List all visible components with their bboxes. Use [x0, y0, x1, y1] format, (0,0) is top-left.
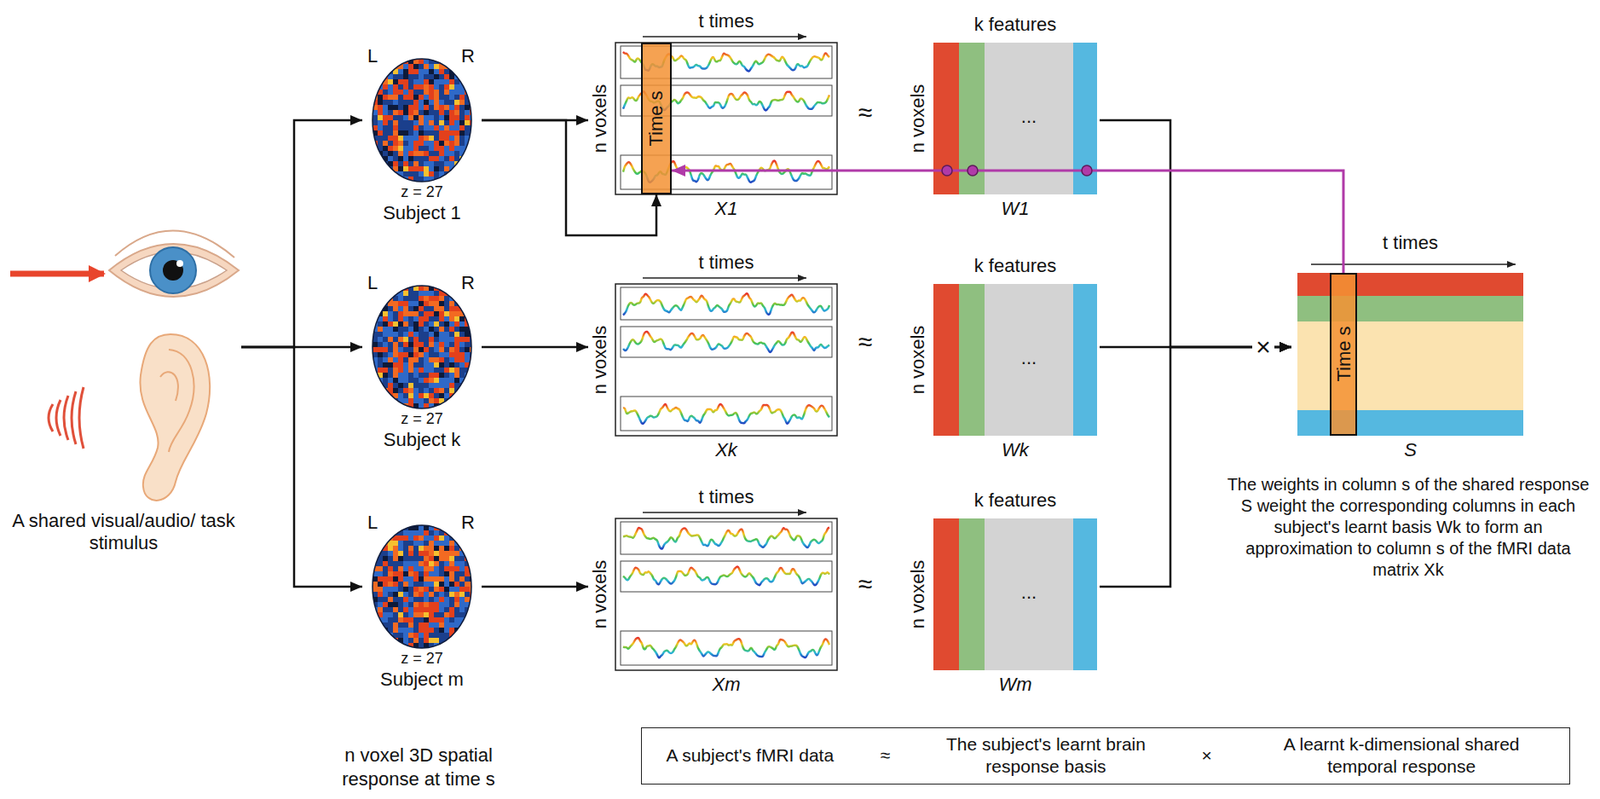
node-text: A shared visual/audio/ task stimulus: [11, 509, 236, 555]
node-text: n voxels: [589, 283, 612, 436]
basis-matrix: k featuresn voxels... Wk: [907, 251, 1100, 472]
equation-box: A subject's fMRI data ≈ The subject's lear…: [641, 727, 1571, 785]
node-text: Subject m: [362, 668, 482, 691]
data-matrix: t timesn voxelsXm: [588, 485, 840, 706]
node-text: z = 27: [362, 410, 482, 429]
flow-arrow: [241, 346, 363, 587]
node-text: L: [367, 511, 378, 534]
node-text: Time s: [645, 44, 668, 193]
node-text: S: [1297, 438, 1524, 462]
node-text: R: [461, 45, 475, 68]
node-text: n voxels: [906, 283, 930, 436]
node-text: Wk: [933, 438, 1098, 462]
brain-image: [372, 285, 475, 409]
shared-response-bands: [1297, 264, 1524, 436]
fmri-matrix: [615, 277, 838, 436]
basis-columns: [933, 283, 1098, 436]
node-text: k features: [933, 254, 1098, 278]
node-text: z = 27: [362, 649, 482, 669]
flow-arrow: [1099, 120, 1292, 347]
stimulus: A shared visual/audio/ task stimulus: [6, 204, 242, 567]
node-text: Wm: [933, 673, 1098, 696]
flow-arrow: [241, 120, 363, 347]
node-text: n voxels: [906, 42, 930, 195]
node-text: t times: [615, 485, 838, 509]
node-text: X1: [615, 197, 838, 220]
node-text: n voxels: [589, 42, 612, 195]
node-text: Xk: [615, 438, 838, 462]
node-text: t times: [615, 10, 838, 33]
approx-sign: ≈: [852, 571, 878, 597]
node-text: ...: [984, 346, 1074, 370]
node-text: A subject's fMRI data: [664, 744, 836, 767]
weight-dot: [967, 165, 978, 176]
node-text: Subject 1: [362, 202, 482, 225]
shared-response-matrix: t timesS Time s: [1291, 231, 1531, 464]
node-text: k features: [933, 489, 1098, 512]
eye-icon: [10, 230, 239, 297]
brain-slice: L Rz = 27Subject k: [362, 271, 482, 453]
approx-sign: ≈: [852, 329, 878, 355]
node-text: The subject's learnt brain response basi…: [935, 733, 1157, 779]
brain-slice: L Rz = 27Subject m: [362, 511, 482, 693]
node-text: n voxels: [906, 518, 930, 671]
node-text: ...: [984, 581, 1074, 604]
node-text: A learnt k-dimensional shared temporal r…: [1256, 733, 1547, 779]
time-column: Time s: [1329, 272, 1358, 436]
data-matrix: t timesn voxelsXk: [588, 251, 840, 472]
flow-arrow: [481, 120, 657, 236]
node-text: W1: [933, 197, 1098, 220]
weight-dot: [1081, 165, 1092, 176]
weight-dot: [941, 165, 953, 176]
node-text: Xm: [615, 673, 838, 696]
node-text: n voxels: [589, 518, 612, 671]
times-sign: ×: [1252, 334, 1275, 360]
node-text: R: [461, 271, 475, 295]
fmri-matrix: [615, 512, 838, 671]
brain-image: [372, 525, 475, 648]
node-text: t times: [615, 251, 838, 274]
node-text: ≈: [863, 744, 907, 767]
brain-image: [372, 58, 475, 182]
node-text: Time s: [1332, 274, 1355, 434]
node-text: R: [461, 511, 475, 534]
flow-arrow: [481, 585, 589, 589]
node-text: ...: [984, 105, 1074, 128]
node-text: L: [367, 45, 378, 68]
flow-arrow: [481, 346, 589, 349]
brain-slice: L Rz = 27Subject 1: [362, 45, 482, 226]
ear-icon: [48, 334, 210, 501]
node-text: k features: [933, 13, 1098, 36]
node-text: z = 27: [362, 183, 482, 203]
time-column: Time s: [641, 42, 672, 195]
basis-columns: [933, 518, 1098, 671]
node-text: Subject k: [362, 428, 482, 451]
basis-matrix: k featuresn voxels... Wm: [907, 485, 1100, 706]
node-text: L: [367, 271, 378, 295]
approx-sign: ≈: [852, 99, 878, 126]
caption-note: The weights in column s of the shared re…: [1220, 473, 1596, 581]
node-text: t times: [1297, 231, 1524, 255]
node-text: ×: [1185, 744, 1229, 767]
data-matrix: t timesn voxelsX1 Time s: [588, 10, 840, 231]
basis-matrix: k featuresn voxels... W1: [907, 10, 1100, 231]
note: n voxel 3D spatial response at time s: [306, 743, 531, 791]
